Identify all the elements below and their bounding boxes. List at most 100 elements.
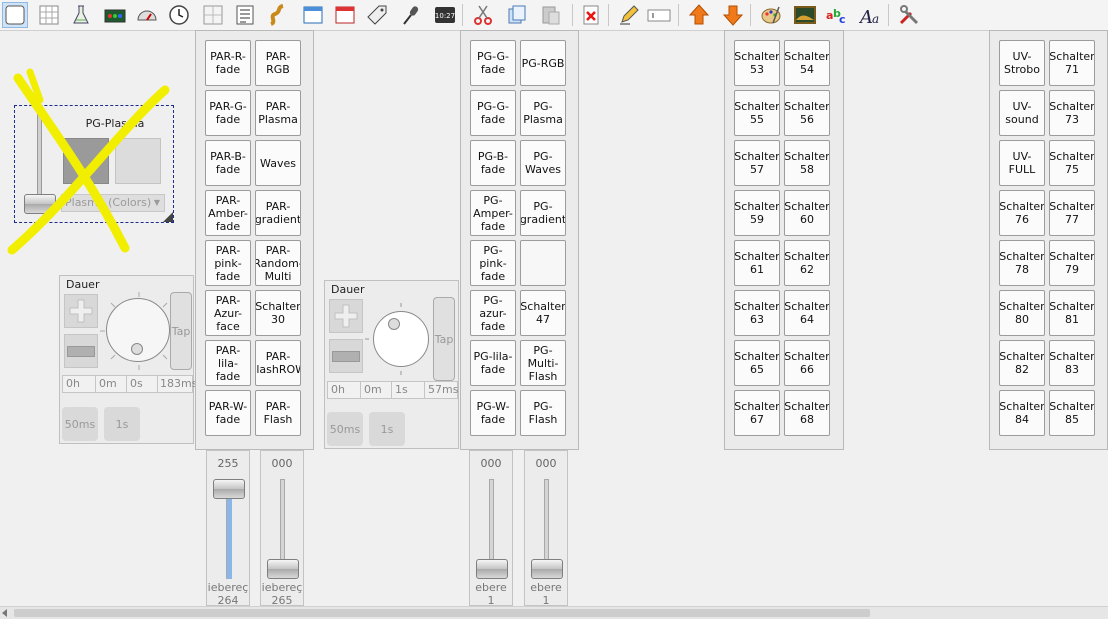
function-button[interactable]: PAR-lila- fade bbox=[205, 340, 251, 386]
frame-icon[interactable] bbox=[2, 2, 28, 28]
function-button[interactable]: Schalter 62 bbox=[784, 240, 830, 286]
function-button[interactable]: Schalter 67 bbox=[734, 390, 780, 436]
function-button[interactable]: Schalter 57 bbox=[734, 140, 780, 186]
list-icon[interactable] bbox=[232, 2, 258, 28]
edit-pencil-icon[interactable] bbox=[616, 2, 642, 28]
preset-1s-button[interactable]: 1s bbox=[104, 407, 140, 441]
function-button[interactable]: Schalter 47 bbox=[520, 290, 566, 336]
display-clock-icon[interactable]: 10:27 bbox=[432, 2, 458, 28]
hours-field[interactable]: 0h bbox=[62, 375, 96, 393]
function-button[interactable]: Schalter 85 bbox=[1049, 390, 1095, 436]
seconds-field[interactable]: 0s bbox=[126, 375, 158, 393]
minutes-field[interactable]: 0m bbox=[360, 381, 392, 399]
function-button[interactable]: Schalter 66 bbox=[784, 340, 830, 386]
function-button[interactable]: PG-W- fade bbox=[470, 390, 516, 436]
function-button[interactable]: PAR- Amber- fade bbox=[205, 190, 251, 236]
flask-icon[interactable] bbox=[68, 2, 94, 28]
function-button[interactable]: Schalter 82 bbox=[999, 340, 1045, 386]
function-button[interactable]: PAR-W- fade bbox=[205, 390, 251, 436]
function-button[interactable]: Schalter 60 bbox=[784, 190, 830, 236]
function-button[interactable]: UV-sound bbox=[999, 90, 1045, 136]
function-button[interactable]: Schalter 71 bbox=[1049, 40, 1095, 86]
clock-icon[interactable] bbox=[166, 2, 192, 28]
function-button[interactable]: PG-Flash bbox=[520, 390, 566, 436]
function-button[interactable]: Schalter 79 bbox=[1049, 240, 1095, 286]
function-button[interactable]: Schalter 78 bbox=[999, 240, 1045, 286]
function-button[interactable]: Waves bbox=[255, 140, 301, 186]
function-button[interactable]: PAR-G- fade bbox=[205, 90, 251, 136]
preset-50ms-button[interactable]: 50ms bbox=[62, 407, 98, 441]
horizontal-scrollbar[interactable] bbox=[0, 606, 1108, 619]
function-button[interactable]: PG-pink- fade bbox=[470, 240, 516, 286]
rgb-panel-icon[interactable] bbox=[102, 2, 128, 28]
function-button[interactable]: PG-Plasma bbox=[520, 90, 566, 136]
function-button[interactable]: PG- gradient bbox=[520, 190, 566, 236]
arrow-down-icon[interactable] bbox=[720, 2, 746, 28]
function-button[interactable]: Schalter 64 bbox=[784, 290, 830, 336]
function-button[interactable]: UV-Strobo bbox=[999, 40, 1045, 86]
function-button[interactable]: PG-RGB bbox=[520, 40, 566, 86]
minus-button[interactable] bbox=[329, 339, 363, 373]
function-button[interactable]: PAR-R- fade bbox=[205, 40, 251, 86]
milliseconds-field[interactable]: 57ms bbox=[424, 381, 458, 399]
function-button[interactable]: Schalter 68 bbox=[784, 390, 830, 436]
fader-knob[interactable] bbox=[476, 559, 508, 579]
function-button[interactable]: PAR-B- fade bbox=[205, 140, 251, 186]
function-button[interactable]: Schalter 75 bbox=[1049, 140, 1095, 186]
tools-icon[interactable] bbox=[896, 2, 922, 28]
function-button[interactable]: Schalter 73 bbox=[1049, 90, 1095, 136]
seconds-field[interactable]: 1s bbox=[391, 381, 425, 399]
function-button[interactable]: PAR- Random- Multi bbox=[255, 240, 301, 286]
plus-button[interactable] bbox=[64, 294, 98, 328]
function-button[interactable]: PAR-pink- fade bbox=[205, 240, 251, 286]
function-button[interactable]: Schalter 58 bbox=[784, 140, 830, 186]
fader-knob[interactable] bbox=[267, 559, 299, 579]
function-button[interactable]: Schalter 83 bbox=[1049, 340, 1095, 386]
function-button[interactable]: PAR-Flash bbox=[255, 390, 301, 436]
function-button[interactable]: PG-G-fade bbox=[470, 90, 516, 136]
function-button[interactable]: PG- Amper- fade bbox=[470, 190, 516, 236]
function-button[interactable]: PAR- gradient bbox=[255, 190, 301, 236]
scroll-left-arrow-icon[interactable] bbox=[2, 609, 7, 617]
minutes-field[interactable]: 0m bbox=[95, 375, 127, 393]
function-button[interactable]: PG-azur- fade bbox=[470, 290, 516, 336]
function-button[interactable]: UV-FULL bbox=[999, 140, 1045, 186]
grid-icon[interactable] bbox=[36, 2, 62, 28]
algorithm-select[interactable]: Plasma (Colors) ▼ bbox=[61, 194, 165, 212]
label-icon[interactable] bbox=[646, 2, 672, 28]
preset-50ms-button[interactable]: 50ms bbox=[327, 412, 363, 446]
resize-handle-icon[interactable] bbox=[163, 212, 173, 222]
paste-icon[interactable] bbox=[538, 2, 564, 28]
function-button[interactable]: Schalter 53 bbox=[734, 40, 780, 86]
function-button[interactable]: PG-B-fade bbox=[470, 140, 516, 186]
speed-dial-knob[interactable] bbox=[106, 298, 170, 362]
function-button[interactable]: PAR-Azur- face bbox=[205, 290, 251, 336]
function-button[interactable]: Schalter 84 bbox=[999, 390, 1045, 436]
red-window-icon[interactable] bbox=[332, 2, 358, 28]
delete-icon[interactable] bbox=[578, 2, 604, 28]
fader-knob[interactable] bbox=[531, 559, 563, 579]
matrix-icon[interactable] bbox=[200, 2, 226, 28]
tag-icon[interactable] bbox=[364, 2, 390, 28]
function-button[interactable]: PG-Multi- Flash bbox=[520, 340, 566, 386]
meter-icon[interactable] bbox=[134, 2, 160, 28]
plus-button[interactable] bbox=[329, 299, 363, 333]
color-swatch-secondary[interactable] bbox=[115, 138, 161, 184]
function-button[interactable]: Schalter 59 bbox=[734, 190, 780, 236]
function-button[interactable]: PAR- Plasma bbox=[255, 90, 301, 136]
function-button[interactable]: Schalter 81 bbox=[1049, 290, 1095, 336]
arrow-up-icon[interactable] bbox=[686, 2, 712, 28]
preset-1s-button[interactable]: 1s bbox=[369, 412, 405, 446]
milliseconds-field[interactable]: 183ms bbox=[157, 375, 197, 393]
function-button[interactable]: PG-G-fade bbox=[470, 40, 516, 86]
hours-field[interactable]: 0h bbox=[327, 381, 361, 399]
function-button[interactable]: Schalter 55 bbox=[734, 90, 780, 136]
minus-button[interactable] bbox=[64, 334, 98, 368]
scroll-icon[interactable] bbox=[266, 2, 292, 28]
function-button[interactable]: Schalter 61 bbox=[734, 240, 780, 286]
function-button[interactable]: Schalter 76 bbox=[999, 190, 1045, 236]
fader-knob[interactable] bbox=[213, 479, 245, 499]
function-button[interactable]: PAR- FlashROW bbox=[255, 340, 301, 386]
